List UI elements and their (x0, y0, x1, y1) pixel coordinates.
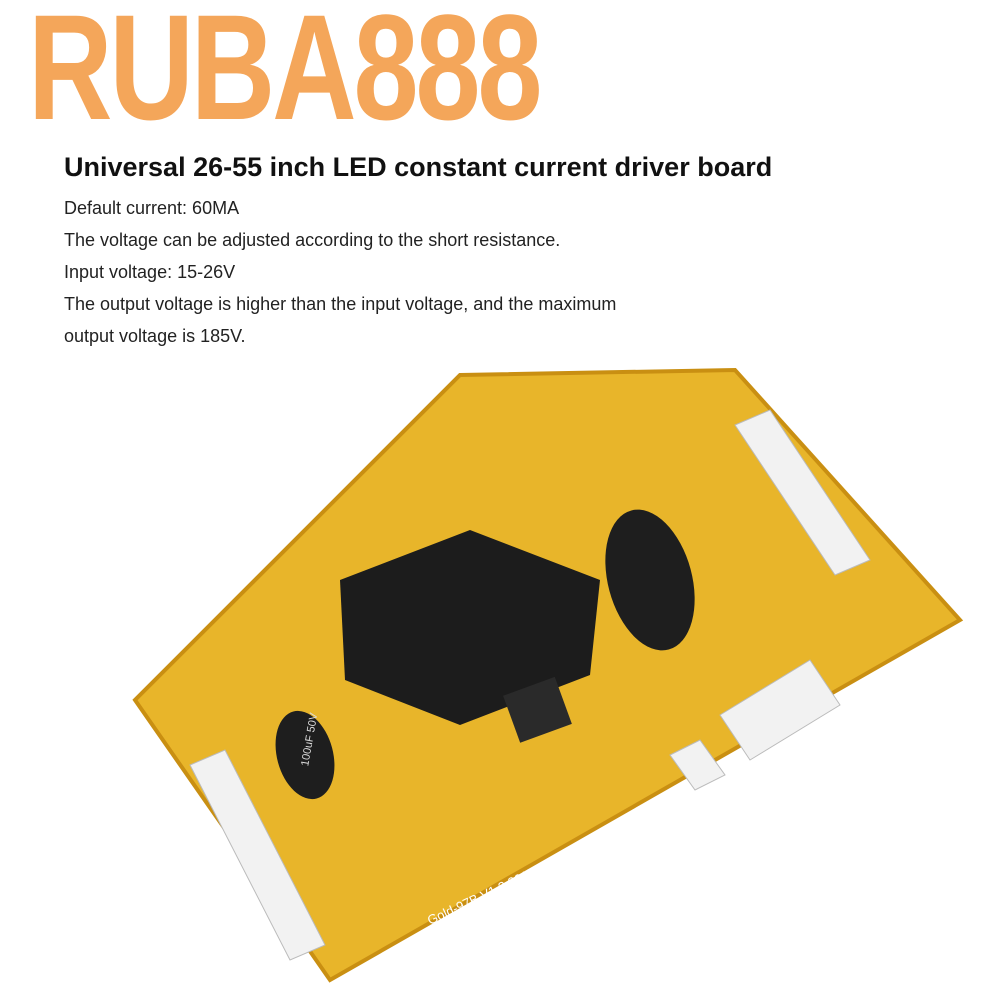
spec-line: The output voltage is higher than the in… (64, 294, 617, 314)
capacitor-large (605, 509, 695, 651)
spec-line: The voltage can be adjusted according to… (64, 230, 561, 250)
spec-list: Default current: 60MA The voltage can be… (64, 192, 616, 352)
watermark: RUBA888 (28, 0, 540, 142)
spec-line: Input voltage: 15-26V (64, 262, 236, 282)
connector-cn6 (719, 659, 841, 761)
capacitor-small (275, 710, 335, 800)
spec-line: output voltage is 185V. (64, 326, 246, 346)
mosfet (503, 676, 572, 743)
connector-cn5 (669, 739, 726, 791)
transformer (340, 530, 600, 725)
connector-cn4 (734, 409, 871, 576)
connector-cn1 (189, 749, 326, 961)
spec-line: Default current: 60MA (64, 198, 240, 218)
product-title: Universal 26-55 inch LED constant curren… (64, 152, 773, 182)
